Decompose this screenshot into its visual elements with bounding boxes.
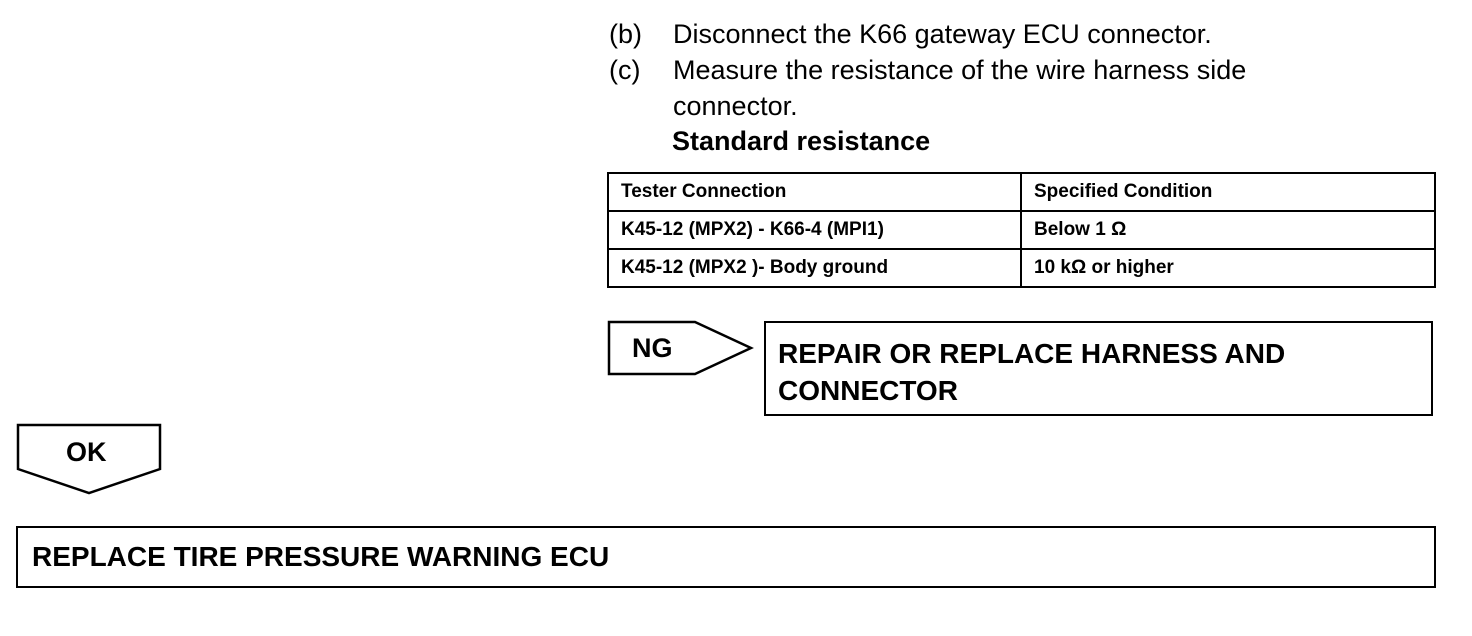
ok-label: OK [66, 437, 107, 467]
step-c-text-line1: Measure the resistance of the wire harne… [673, 55, 1247, 85]
repair-action-line1: REPAIR OR REPLACE HARNESS AND [778, 338, 1286, 369]
table-header-row: Tester Connection Specified Condition [607, 172, 1436, 212]
table-cell: K45-12 (MPX2 )- Body ground [607, 248, 1022, 288]
step-c-text-line2: connector. [673, 91, 798, 121]
table-cell: 10 kΩ or higher [1020, 248, 1436, 288]
repair-harness-box: REPAIR OR REPLACE HARNESS AND CONNECTOR [764, 321, 1433, 416]
step-c-label: (c) [609, 55, 641, 85]
table-header-cell: Tester Connection [607, 172, 1022, 212]
standard-resistance-title: Standard resistance [672, 126, 931, 156]
ok-arrow-icon [16, 423, 162, 495]
replace-ecu-box: REPLACE TIRE PRESSURE WARNING ECU [16, 526, 1436, 588]
table-header-cell: Specified Condition [1020, 172, 1436, 212]
resistance-table: Tester Connection Specified Condition K4… [607, 172, 1436, 288]
repair-action-line2: CONNECTOR [778, 375, 958, 406]
table-row: K45-12 (MPX2 )- Body ground 10 kΩ or hig… [607, 248, 1436, 288]
table-cell: K45-12 (MPX2) - K66-4 (MPI1) [607, 210, 1022, 250]
step-b-text: Disconnect the K66 gateway ECU connector… [673, 19, 1212, 49]
ng-arrow-icon [607, 320, 754, 376]
table-cell: Below 1 Ω [1020, 210, 1436, 250]
ng-label: NG [632, 333, 673, 363]
table-row: K45-12 (MPX2) - K66-4 (MPI1) Below 1 Ω [607, 210, 1436, 250]
replace-ecu-action: REPLACE TIRE PRESSURE WARNING ECU [32, 541, 610, 572]
step-b-label: (b) [609, 19, 642, 49]
